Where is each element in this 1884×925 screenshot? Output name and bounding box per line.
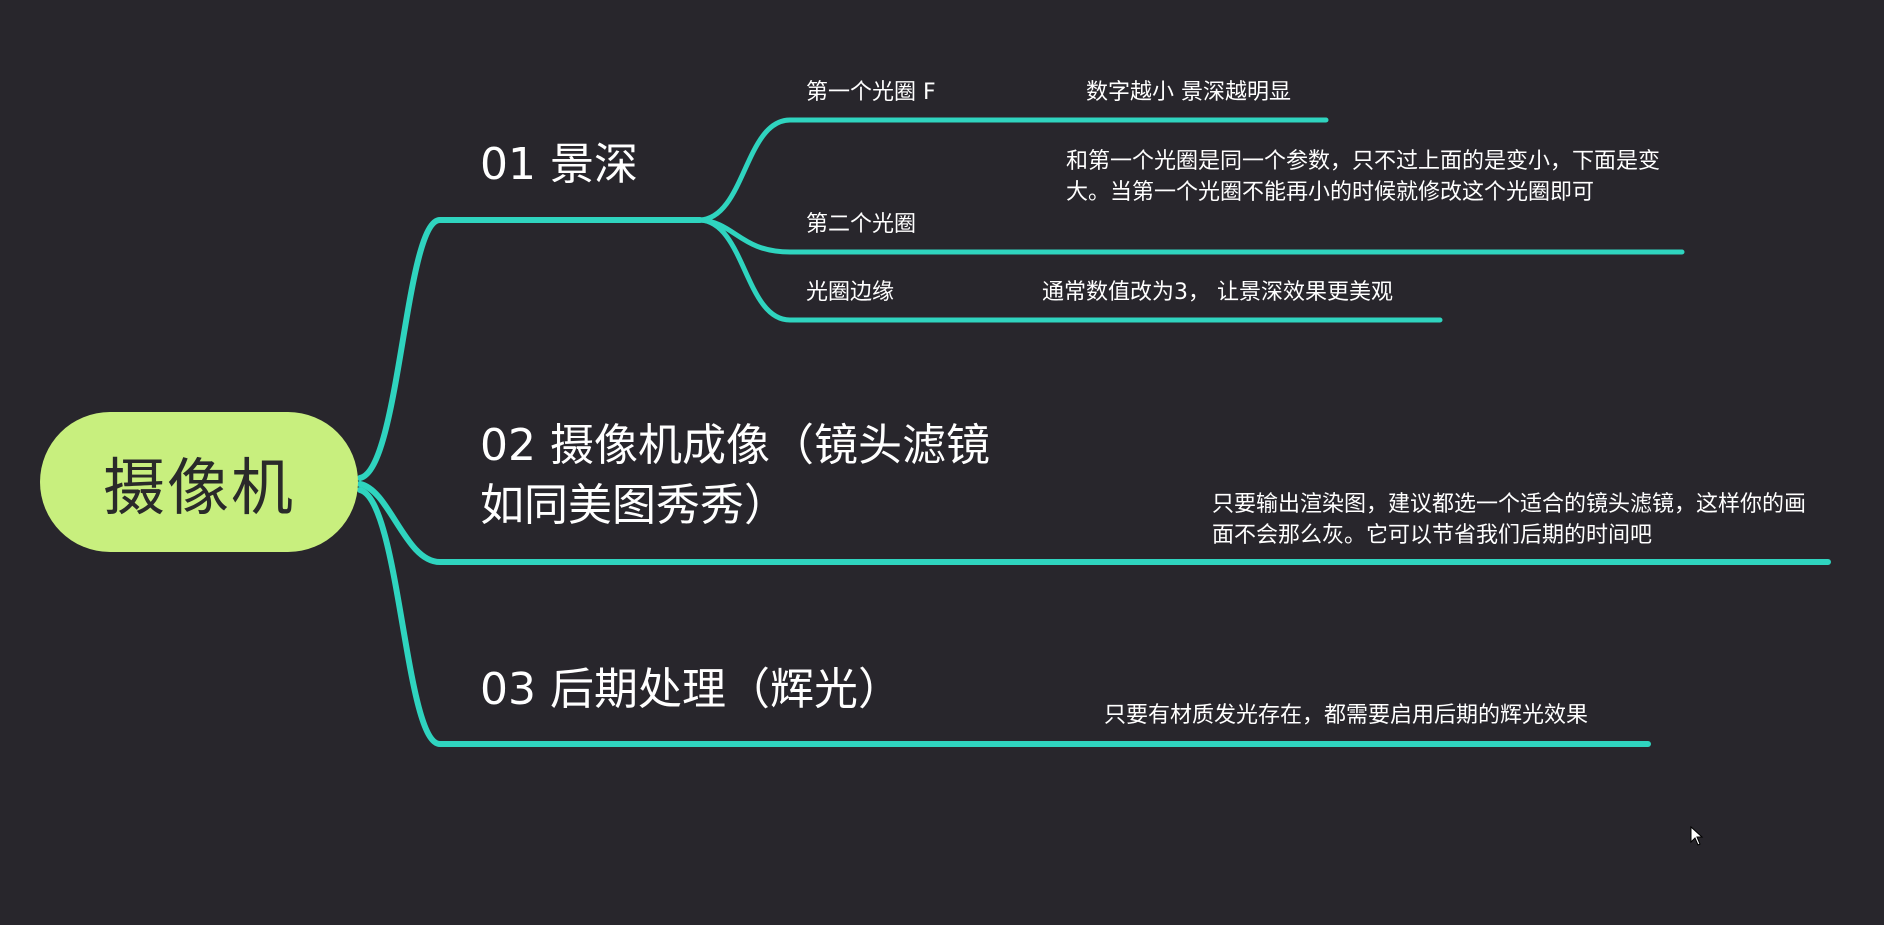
branch-2-note: 只要输出渲染图，建议都选一个适合的镜头滤镜，这样你的画面不会那么灰。它可以节省我… xyxy=(1212,492,1807,548)
branch-1-title[interactable]: 01 景深 xyxy=(480,139,638,190)
branch-3-note: 只要有材质发光存在，都需要启用后期的辉光效果 xyxy=(1104,703,1589,728)
connector-root-to-branch-2 xyxy=(357,481,1831,565)
branch-2-title-line-2[interactable]: 如同美图秀秀） xyxy=(480,480,788,531)
mouse-pointer-icon xyxy=(1690,826,1704,846)
root-node[interactable]: 摄像机 xyxy=(40,412,358,552)
branch-3-title[interactable]: 03 后期处理（辉光） xyxy=(480,664,902,715)
branch-1-child-1-note: 数字越小 景深越明显 xyxy=(1086,80,1291,105)
connector-branch-1-child-1 xyxy=(697,117,1329,223)
connector-branch-1-child-3 xyxy=(697,217,1443,323)
branch-1-child-1-label[interactable]: 第一个光圈 F xyxy=(806,80,936,105)
branch-1-child-2-label[interactable]: 第二个光圈 xyxy=(806,212,917,237)
connector-root-to-branch-1 xyxy=(357,217,703,481)
branch-1-child-3-note: 通常数值改为3， 让景深效果更美观 xyxy=(1042,280,1393,305)
connector-root-to-branch-3 xyxy=(357,487,1651,747)
branch-2-title-line-1[interactable]: 02 摄像机成像（镜头滤镜 xyxy=(480,420,990,471)
root-node-label: 摄像机 xyxy=(102,451,295,524)
branch-1-child-2-note: 和第一个光圈是同一个参数，只不过上面的是变小，下面是变大。当第一个光圈不能再小的… xyxy=(1066,149,1661,205)
branch-1-child-3-label[interactable]: 光圈边缘 xyxy=(806,280,895,305)
